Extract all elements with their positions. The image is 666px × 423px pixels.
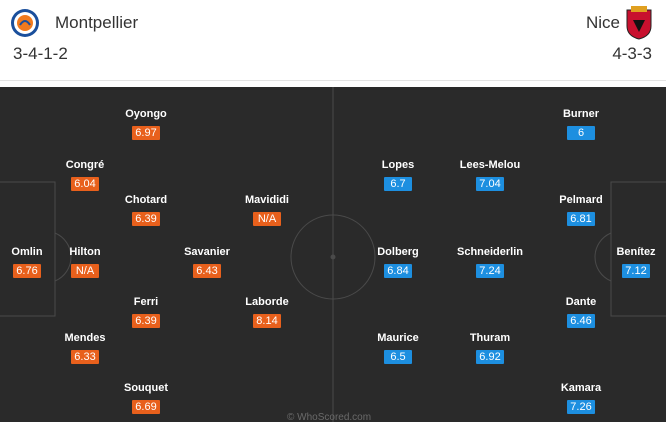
player-ferri[interactable]: Ferri 6.39 [106, 296, 186, 329]
player-congre[interactable]: Congré 6.04 [45, 159, 125, 192]
player-name: Omlin [11, 246, 43, 258]
player-lees-melou[interactable]: Lees-Melou 7.04 [450, 159, 530, 192]
player-chotard[interactable]: Chotard 6.39 [106, 194, 186, 227]
player-rating: 6.76 [13, 264, 41, 278]
player-rating: 6.5 [384, 350, 412, 364]
player-name: Thuram [469, 332, 511, 344]
player-rating: N/A [71, 264, 99, 278]
away-team-name[interactable]: Nice [585, 13, 620, 32]
player-rating: 7.24 [476, 264, 504, 278]
player-name: Kamara [560, 382, 602, 394]
player-oyongo[interactable]: Oyongo 6.97 [106, 108, 186, 141]
header-divider [0, 80, 666, 81]
player-name: Chotard [124, 194, 168, 206]
player-rating: 6.69 [132, 400, 160, 414]
player-name: Lopes [381, 159, 415, 171]
player-rating: 6.33 [71, 350, 99, 364]
player-name: Oyongo [125, 108, 167, 120]
player-mavididi[interactable]: Mavididi N/A [227, 194, 307, 227]
player-name: Savanier [184, 246, 230, 258]
player-savanier[interactable]: Savanier 6.43 [167, 246, 247, 279]
player-name: Hilton [69, 246, 101, 258]
player-name: Mavididi [244, 194, 289, 206]
player-name: Schneiderlin [456, 246, 524, 258]
player-rating: 7.04 [476, 177, 504, 191]
player-rating: 6.04 [71, 177, 99, 191]
player-maurice[interactable]: Maurice 6.5 [358, 332, 438, 365]
player-rating: 6 [567, 126, 595, 140]
player-rating: 6.7 [384, 177, 412, 191]
player-name: Lees-Melou [459, 159, 521, 171]
player-name: Dante [565, 296, 597, 308]
player-rating: 6.92 [476, 350, 504, 364]
nice-badge-icon [625, 6, 653, 40]
player-rating: 6.46 [567, 314, 595, 328]
player-laborde[interactable]: Laborde 8.14 [227, 296, 307, 329]
player-name: Ferri [133, 296, 159, 308]
pitch: Omlin 6.76 Congré 6.04 Hilton N/A Mendes… [0, 87, 666, 422]
player-rating: 6.81 [567, 212, 595, 226]
player-rating: 6.43 [193, 264, 221, 278]
player-dolberg[interactable]: Dolberg 6.84 [358, 246, 438, 279]
away-formation: 4-3-3 [612, 44, 652, 63]
player-name: Burner [562, 108, 600, 120]
player-rating: 7.12 [622, 264, 650, 278]
montpellier-badge-icon [10, 8, 40, 38]
player-omlin[interactable]: Omlin 6.76 [0, 246, 67, 279]
player-name: Benítez [616, 246, 656, 258]
player-rating: 7.26 [567, 400, 595, 414]
player-name: Maurice [377, 332, 419, 344]
player-thuram[interactable]: Thuram 6.92 [450, 332, 530, 365]
player-hilton[interactable]: Hilton N/A [45, 246, 125, 279]
player-name: Congré [65, 159, 105, 171]
player-rating: N/A [253, 212, 281, 226]
player-souquet[interactable]: Souquet 6.69 [106, 382, 186, 415]
player-rating: 6.39 [132, 314, 160, 328]
player-rating: 6.97 [132, 126, 160, 140]
player-pelmard[interactable]: Pelmard 6.81 [541, 194, 621, 227]
player-mendes[interactable]: Mendes 6.33 [45, 332, 125, 365]
match-header: Montpellier 3-4-1-2 Nice 4-3-3 [0, 0, 666, 84]
player-rating: 8.14 [253, 314, 281, 328]
home-formation: 3-4-1-2 [13, 44, 68, 63]
player-dante[interactable]: Dante 6.46 [541, 296, 621, 329]
home-team-name[interactable]: Montpellier [55, 13, 139, 32]
player-rating: 6.39 [132, 212, 160, 226]
player-lopes[interactable]: Lopes 6.7 [358, 159, 438, 192]
player-name: Pelmard [559, 194, 603, 206]
player-burner[interactable]: Burner 6 [541, 108, 621, 141]
player-kamara[interactable]: Kamara 7.26 [541, 382, 621, 415]
player-name: Dolberg [377, 246, 419, 258]
player-rating: 6.84 [384, 264, 412, 278]
player-benitez[interactable]: Benítez 7.12 [596, 246, 666, 279]
player-name: Laborde [245, 296, 289, 308]
watermark: © WhoScored.com [287, 412, 372, 423]
pitch-lines [0, 87, 666, 422]
player-name: Mendes [64, 332, 106, 344]
player-name: Souquet [124, 382, 168, 394]
player-schneiderlin[interactable]: Schneiderlin 7.24 [450, 246, 530, 279]
